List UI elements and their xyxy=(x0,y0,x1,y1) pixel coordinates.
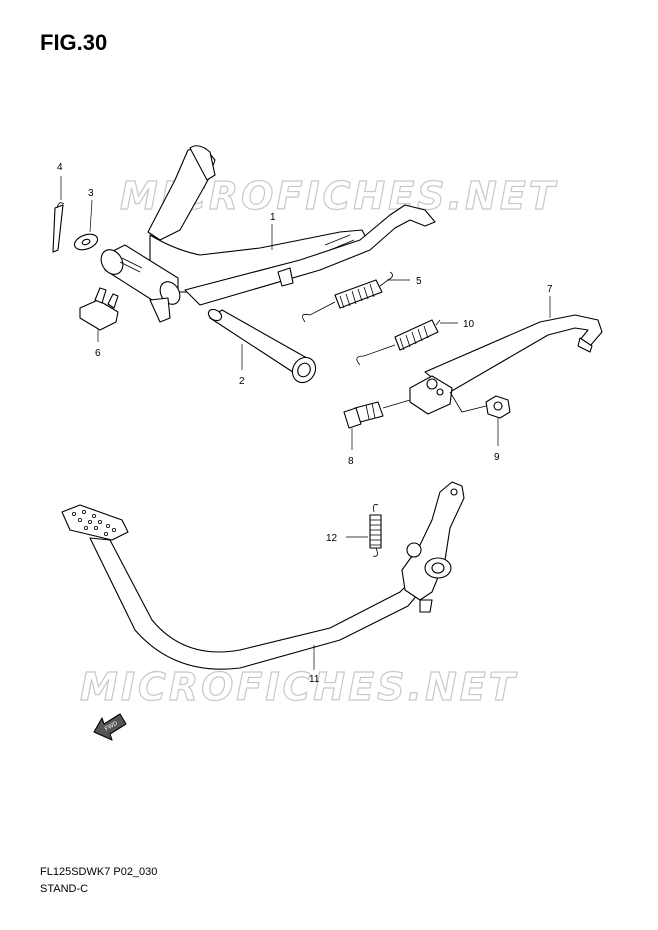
callout-1: 1 xyxy=(270,212,276,223)
callout-11: 11 xyxy=(309,674,320,685)
part-6-stopper[interactable] xyxy=(79,287,119,331)
part-10-spring[interactable] xyxy=(356,319,441,366)
callout-12: 12 xyxy=(326,533,338,544)
part-5-spring[interactable] xyxy=(302,271,393,323)
part-7-side-stand[interactable] xyxy=(409,314,603,415)
callout-9: 9 xyxy=(494,452,500,463)
callout-2: 2 xyxy=(239,376,245,387)
watermark-bottom: MICROFICHES.NET xyxy=(79,664,518,709)
part-2-shaft[interactable] xyxy=(206,307,320,387)
figure-code: FL125SDWK7 P02_030 xyxy=(40,866,158,878)
part-12-spring[interactable] xyxy=(369,503,382,557)
part-4-cotter-pin[interactable] xyxy=(52,202,65,253)
callout-7: 7 xyxy=(547,284,553,295)
fwd-arrow: FWD xyxy=(93,713,127,741)
callout-10: 10 xyxy=(463,319,475,330)
part-8-bolt[interactable] xyxy=(343,401,384,429)
callout-8: 8 xyxy=(348,456,354,467)
part-1-center-stand[interactable] xyxy=(97,145,436,323)
figure-title: FIG.30 xyxy=(40,30,108,55)
callout-4: 4 xyxy=(57,162,63,173)
callout-3: 3 xyxy=(88,188,94,199)
part-9-nut[interactable] xyxy=(485,395,511,419)
callout-6: 6 xyxy=(95,348,101,359)
part-11-brake-pedal[interactable] xyxy=(61,481,465,670)
figure-name: STAND-C xyxy=(40,883,89,895)
callout-5: 5 xyxy=(416,276,422,287)
part-3-washer[interactable] xyxy=(72,231,99,252)
